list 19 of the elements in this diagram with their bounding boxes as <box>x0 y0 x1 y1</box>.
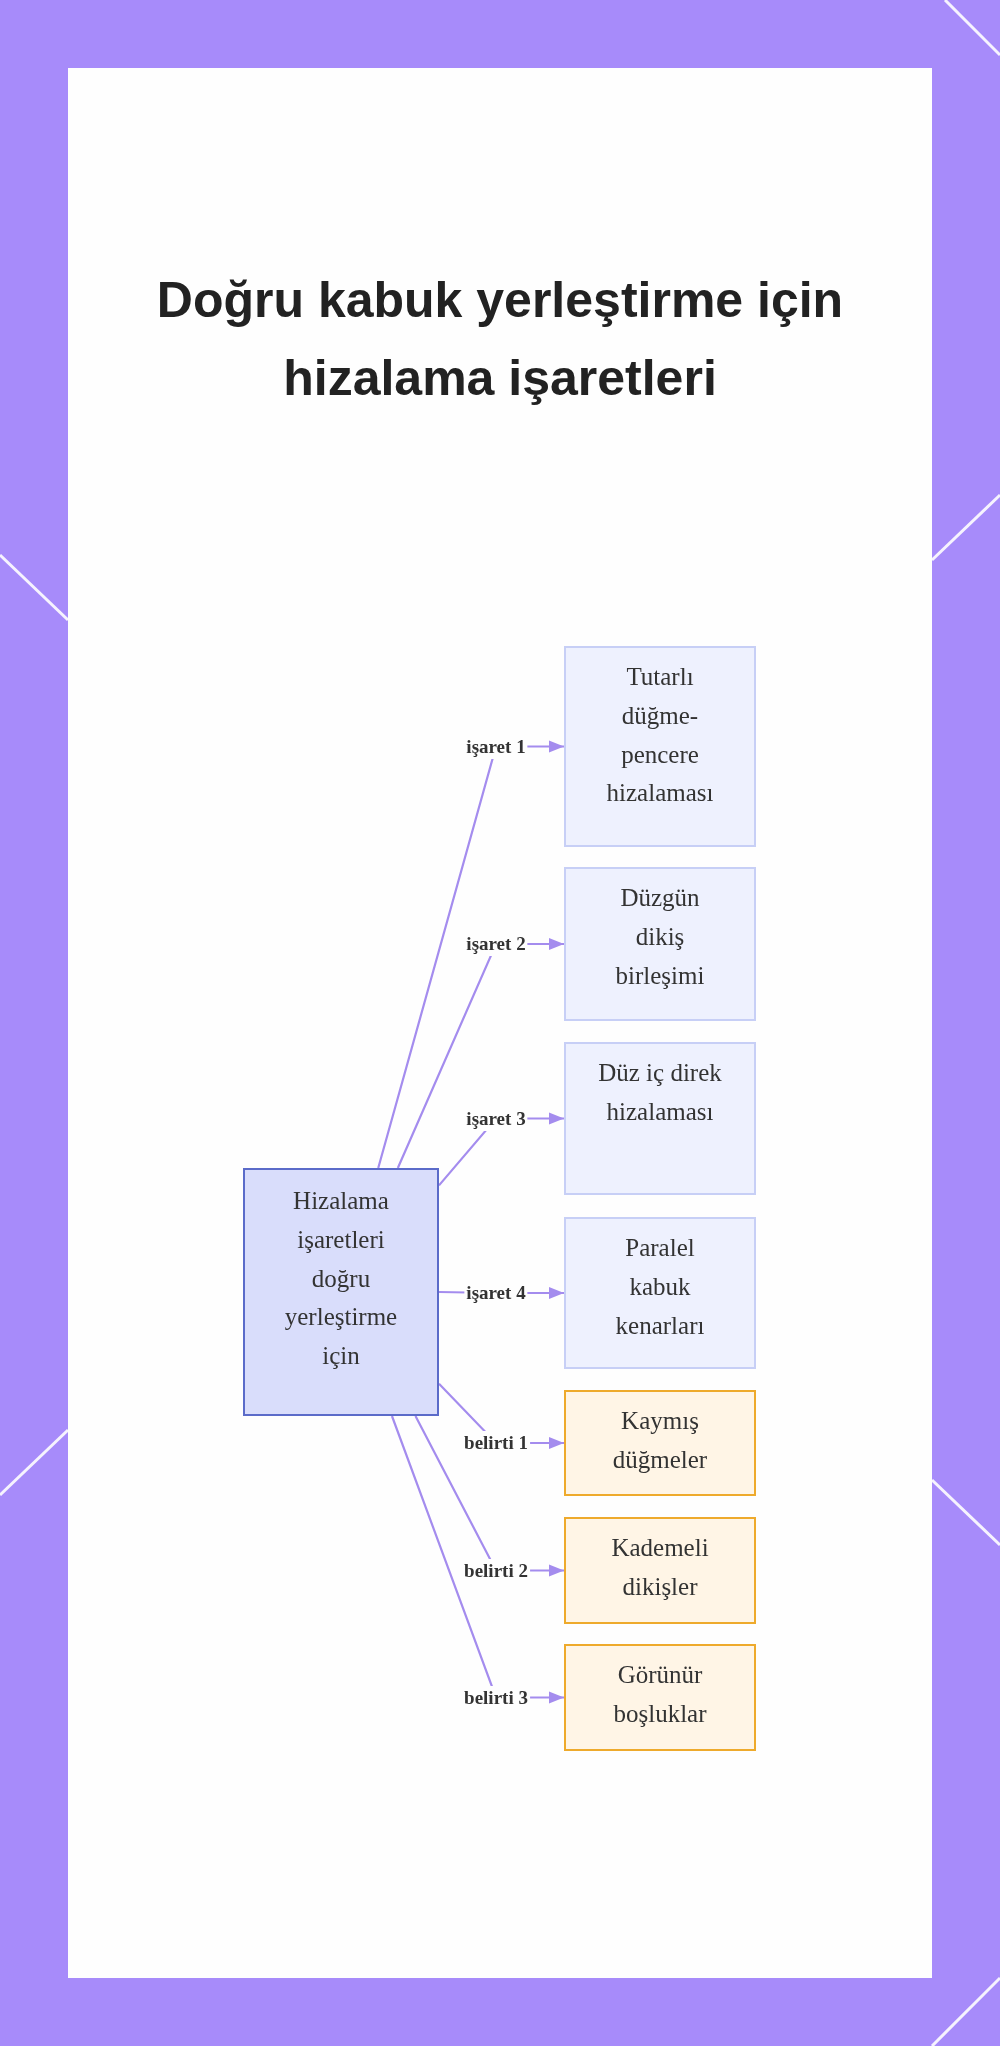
connector-arrow <box>390 1415 564 1704</box>
item-box <box>564 867 756 1021</box>
item-box <box>564 646 756 847</box>
item-box <box>564 1042 756 1195</box>
central-box <box>243 1168 439 1416</box>
item-box <box>564 1644 756 1751</box>
node-text: Düz iç direk hizalaması <box>597 1058 723 1127</box>
node-text: Hizalama işaretleri doğru yerleştirme için <box>283 1186 399 1371</box>
item-box <box>564 1217 756 1369</box>
node-text: Paralel kabuk kenarları <box>614 1233 706 1341</box>
node-text: Tutarlı düğme-pencere hizalaması <box>605 662 715 809</box>
item-box <box>564 1517 756 1624</box>
node-text: Düzgün dikiş birleşimi <box>614 883 706 991</box>
title: Doğru kabuk yerleştirme için hizalama işaretleri <box>155 271 845 408</box>
node-text: Görünür boşluklar <box>612 1660 708 1729</box>
item-box <box>564 1390 756 1496</box>
node-text: Kaymış düğmeler <box>611 1406 709 1475</box>
connector-arrow <box>377 740 564 1169</box>
node-text: Kademeli dikişler <box>610 1533 710 1602</box>
